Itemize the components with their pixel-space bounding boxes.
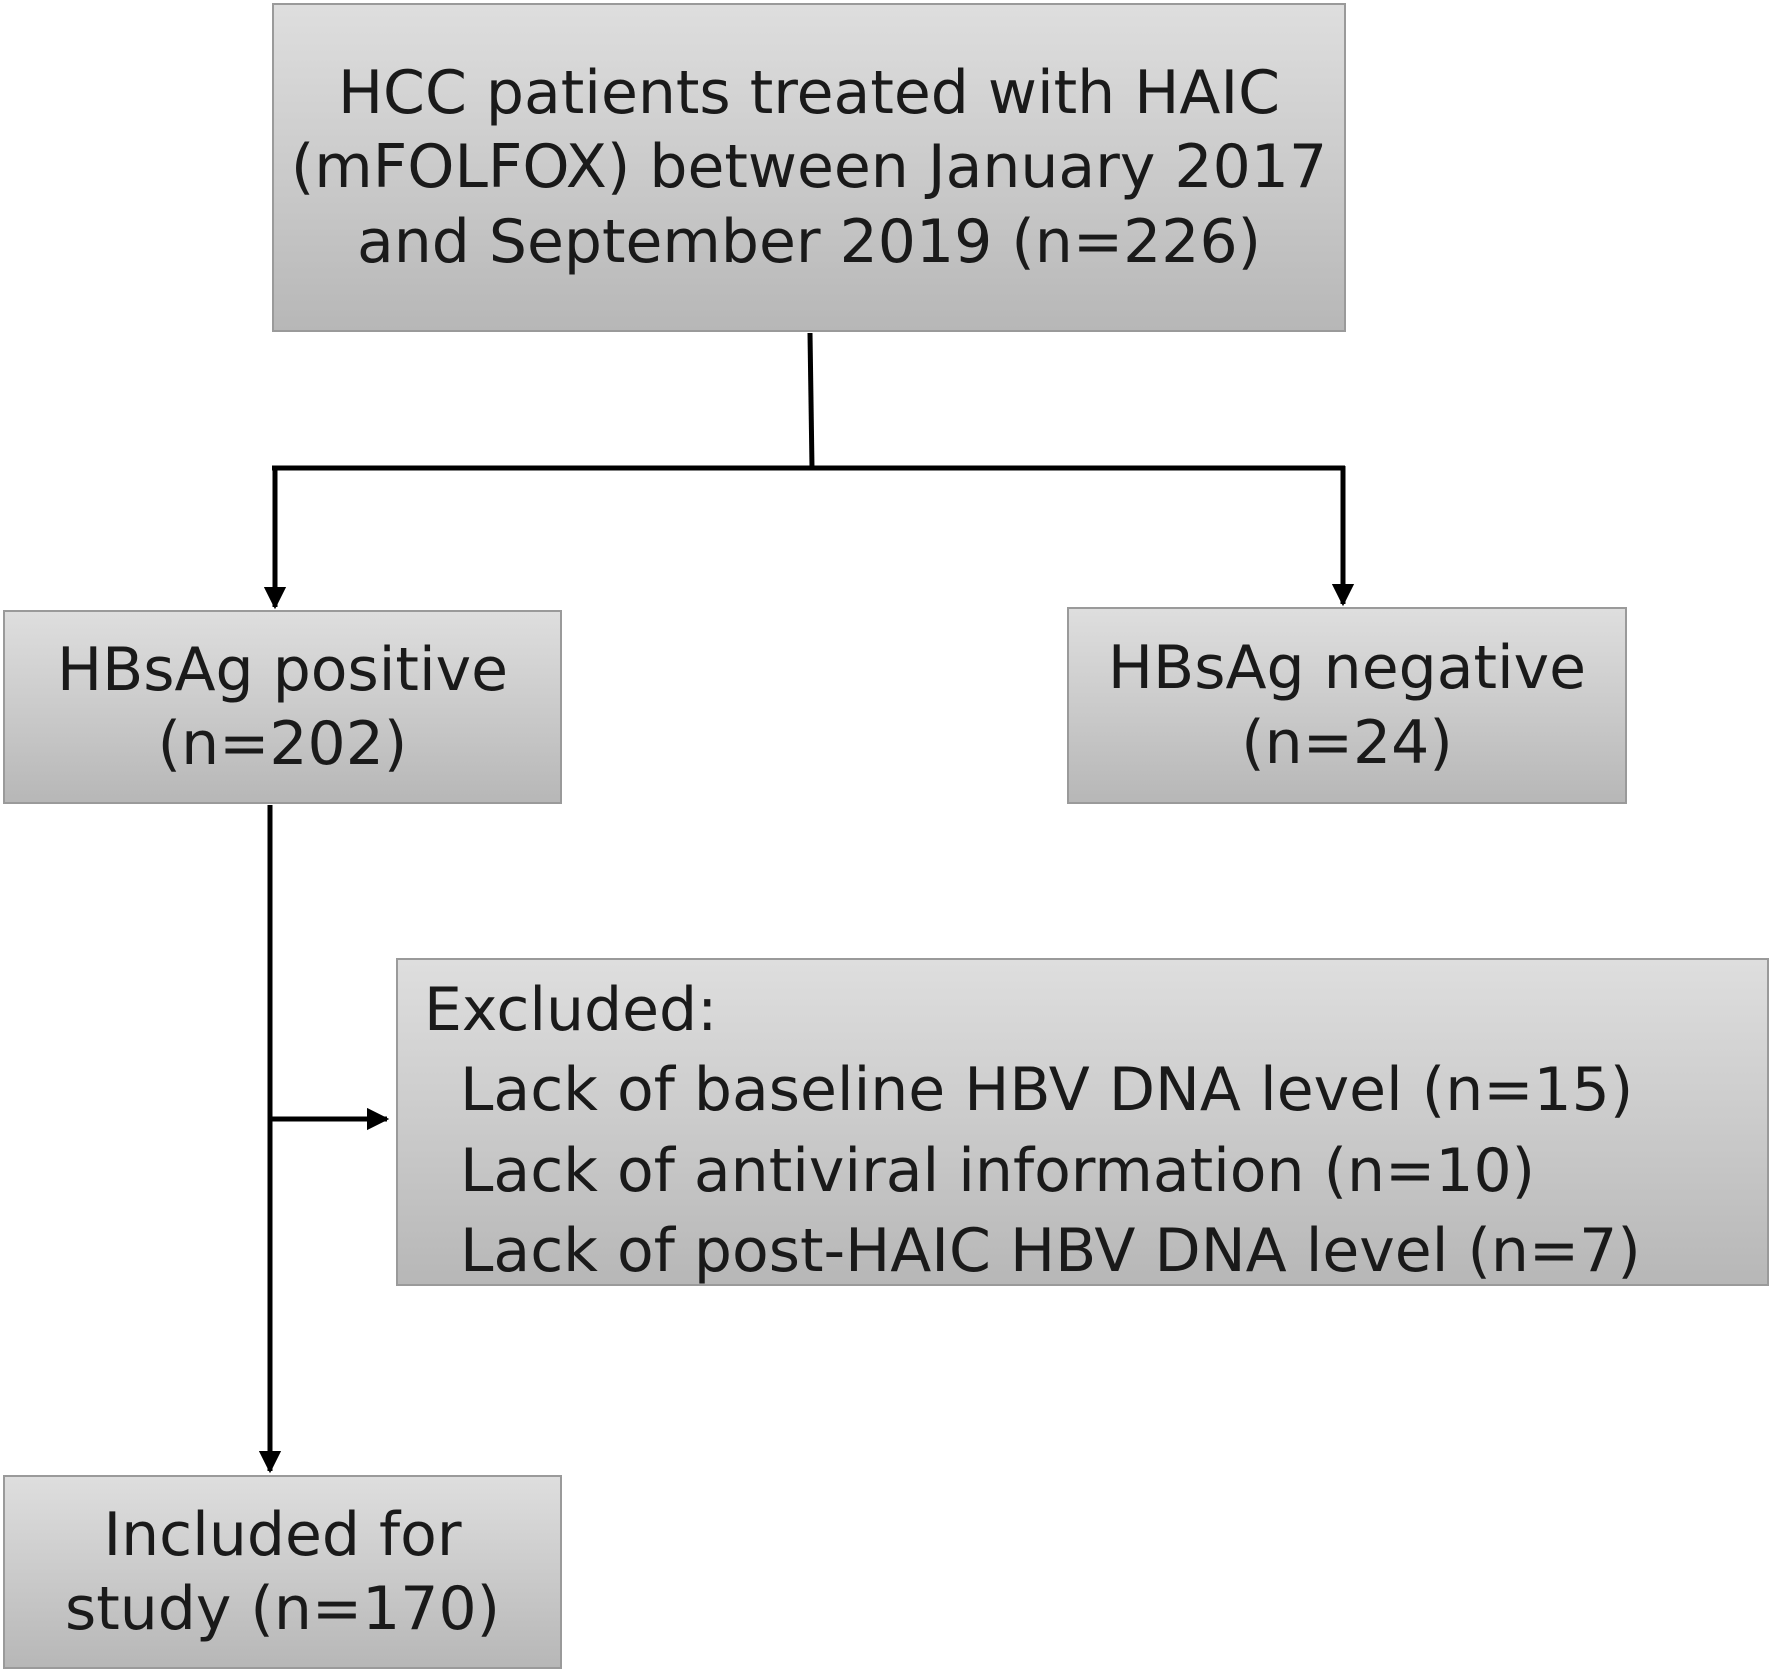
- hbsag-positive-label: HBsAg positive: [56, 634, 509, 705]
- total-patients-box: HCC patients treated with HAIC (mFOLFOX)…: [272, 3, 1346, 332]
- total-patients-line-1: HCC patients treated with HAIC: [337, 57, 1281, 128]
- hbsag-negative-count: (n=24): [1241, 707, 1453, 778]
- included-box: Included for study (n=170): [3, 1475, 562, 1669]
- included-count: study (n=170): [64, 1574, 501, 1644]
- hbsag-positive-box: HBsAg positive (n=202): [3, 610, 562, 804]
- excluded-item-baseline-dna: Lack of baseline HBV DNA level (n=15): [460, 1055, 1634, 1126]
- excluded-item-antiviral-info: Lack of antiviral information (n=10): [460, 1135, 1536, 1206]
- excluded-item-post-haic-dna: Lack of post-HAIC HBV DNA level (n=7): [460, 1216, 1641, 1287]
- excluded-box: Excluded: Lack of baseline HBV DNA level…: [396, 958, 1769, 1286]
- included-label: Included for: [103, 1499, 462, 1570]
- hbsag-positive-count: (n=202): [157, 709, 408, 779]
- total-patients-line-2: (mFOLFOX) between January 2017: [290, 132, 1328, 203]
- hbsag-negative-label: HBsAg negative: [1107, 633, 1587, 704]
- connector-top-stem: [807, 332, 815, 469]
- total-patients-line-3: and September 2019 (n=226): [356, 206, 1262, 277]
- hbsag-negative-box: HBsAg negative (n=24): [1067, 607, 1627, 804]
- excluded-heading: Excluded:: [424, 975, 718, 1045]
